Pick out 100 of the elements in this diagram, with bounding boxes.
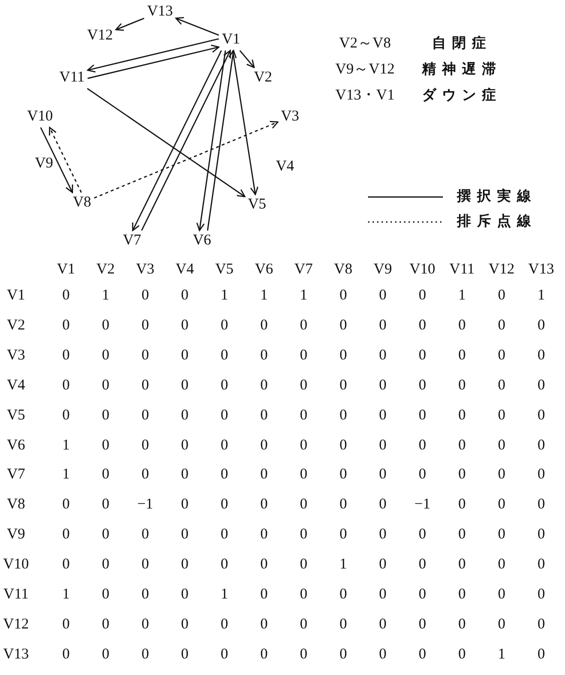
matrix-cell: 1: [339, 556, 347, 574]
matrix-cell: 0: [458, 437, 466, 454]
matrix-cell: 0: [220, 407, 228, 424]
matrix-cell: 0: [181, 586, 189, 604]
matrix-cell: 0: [181, 466, 189, 484]
matrix-cell: 0: [339, 526, 347, 544]
matrix-cell: 0: [141, 437, 149, 454]
arrow: [132, 50, 222, 232]
matrix-cell: 0: [62, 377, 70, 394]
row-header: V5: [6, 407, 26, 424]
matrix-cell: 1: [220, 288, 228, 304]
matrix-cell: 0: [220, 347, 228, 364]
matrix-cell: 0: [181, 526, 189, 544]
matrix-cell: 0: [260, 646, 268, 664]
matrix-cell: 0: [102, 377, 110, 394]
matrix-cell: 0: [339, 616, 347, 634]
matrix-cell: 0: [498, 317, 506, 334]
matrix-cell: 0: [62, 526, 70, 544]
row-header: V4: [6, 377, 26, 394]
matrix-cell: 0: [300, 496, 308, 514]
matrix-cell: 0: [379, 347, 387, 364]
arrow: [115, 18, 144, 31]
arrow: [87, 38, 219, 73]
matrix-cell: 0: [379, 317, 387, 334]
column-header: V8: [334, 262, 352, 278]
legend-label: 撰択実線: [457, 188, 537, 206]
matrix-cell: 0: [339, 586, 347, 604]
matrix-cell: 0: [300, 616, 308, 634]
matrix-cell: 0: [458, 646, 466, 664]
matrix-cell: 0: [220, 377, 228, 394]
matrix-cell: 0: [498, 466, 506, 484]
vertex-label: V6: [190, 232, 214, 250]
matrix-cell: 0: [102, 437, 110, 454]
matrix-cell: 0: [141, 466, 149, 484]
matrix-cell: 0: [62, 347, 70, 364]
matrix-cell: 0: [181, 616, 189, 634]
matrix-cell: 0: [62, 646, 70, 664]
arrow: [239, 50, 255, 68]
matrix-cell: 0: [102, 466, 110, 484]
column-header: V6: [254, 262, 274, 278]
matrix-cell: 0: [498, 407, 506, 424]
arrow: [88, 44, 220, 79]
row-header: V12: [3, 616, 29, 634]
arrow: [175, 16, 220, 36]
matrix-cell: 0: [141, 646, 149, 664]
matrix-cell: 0: [339, 437, 347, 454]
matrix-cell: 0: [418, 526, 426, 544]
matrix-cell: 0: [181, 347, 189, 364]
matrix-cell: −1: [137, 496, 154, 514]
matrix-cell: 0: [339, 407, 347, 424]
matrix-cell: 0: [300, 347, 308, 364]
matrix-cell: 0: [260, 377, 268, 394]
matrix-cell: 0: [102, 646, 110, 664]
matrix-cell: 0: [379, 556, 387, 574]
matrix-cell: 0: [102, 556, 110, 574]
matrix-cell: 0: [62, 407, 70, 424]
vertex-label: V5: [246, 196, 268, 214]
matrix-cell: 0: [220, 646, 228, 664]
matrix-cell: 0: [458, 496, 466, 514]
column-header: V9: [374, 262, 392, 278]
group-name-label: ダウン症: [422, 88, 502, 104]
matrix-cell: 0: [220, 526, 228, 544]
vertex-label: V13: [145, 2, 175, 22]
matrix-cell: 0: [458, 526, 466, 544]
matrix-cell: 0: [181, 317, 189, 334]
matrix-cell: 0: [498, 288, 506, 304]
matrix-cell: 0: [181, 377, 189, 394]
matrix-cell: 0: [339, 466, 347, 484]
matrix-cell: 0: [498, 496, 506, 514]
group-name-label: 自閉症: [432, 36, 492, 52]
matrix-cell: 0: [141, 526, 149, 544]
matrix-cell: 0: [458, 616, 466, 634]
matrix-cell: 0: [260, 317, 268, 334]
matrix-cell: 0: [418, 288, 426, 304]
row-header: V3: [6, 347, 26, 364]
matrix-cell: 1: [62, 586, 70, 604]
group-name-label: 精神遅滞: [422, 62, 502, 78]
column-header: V2: [96, 262, 115, 278]
matrix-cell: 0: [339, 347, 347, 364]
vertex-label: V1: [220, 30, 242, 50]
arrow: [48, 126, 82, 193]
matrix-cell: 1: [102, 288, 110, 304]
matrix-cell: 0: [537, 347, 545, 364]
matrix-cell: 0: [458, 347, 466, 364]
matrix-cell: 0: [220, 317, 228, 334]
vertex-label: V12: [85, 26, 115, 46]
matrix-cell: 0: [260, 437, 268, 454]
matrix-cell: 0: [379, 586, 387, 604]
matrix-cell: 0: [379, 437, 387, 454]
column-header: V12: [488, 262, 515, 278]
matrix-cell: 0: [300, 526, 308, 544]
column-header: V13: [528, 262, 554, 278]
matrix-cell: 0: [537, 377, 545, 394]
matrix-cell: 0: [537, 556, 545, 574]
matrix-cell: 0: [260, 616, 268, 634]
matrix-cell: 0: [498, 586, 506, 604]
matrix-cell: 0: [379, 616, 387, 634]
matrix-cell: 1: [498, 646, 506, 664]
vertex-label: V7: [120, 232, 144, 250]
vertex-label: V4: [274, 158, 296, 176]
